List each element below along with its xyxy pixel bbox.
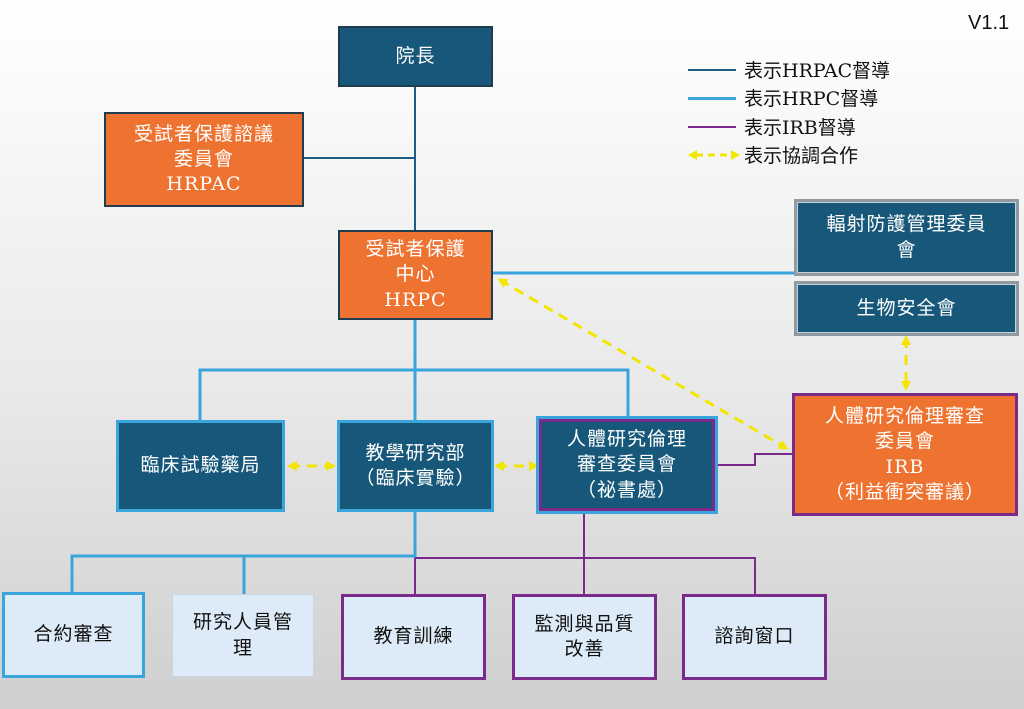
legend-arrow-coordination bbox=[688, 150, 740, 160]
node-monitoring-line1: 監測與品質 bbox=[534, 612, 635, 635]
node-hrpc-line2: 中心 bbox=[395, 263, 436, 286]
node-irb-line2: 委員會 bbox=[874, 430, 935, 453]
legend-item-irb: 表示IRB督導 bbox=[688, 113, 948, 141]
node-secretariat-line3: （祕書處） bbox=[576, 478, 677, 501]
node-hrpac[interactable]: 受試者保護諮議 委員會 HRPAC bbox=[104, 112, 304, 207]
node-teaching-line1: 教學研究部 bbox=[365, 441, 466, 464]
node-teaching-research[interactable]: 教學研究部 （臨床實驗） bbox=[337, 420, 494, 512]
node-teaching-line2: （臨床實驗） bbox=[355, 467, 476, 489]
node-radiation-line2: 會 bbox=[896, 238, 917, 261]
node-radiation-line1: 輻射防護管理委員 bbox=[826, 213, 987, 236]
legend-text-hrpac: 表示HRPAC督導 bbox=[744, 60, 891, 82]
node-consultation-window[interactable]: 諮詢窗口 bbox=[682, 594, 827, 680]
node-monitoring-quality[interactable]: 監測與品質 改善 bbox=[512, 594, 657, 680]
node-biosafety-line1: 生物安全會 bbox=[856, 296, 957, 319]
legend-item-coordination: 表示協調合作 bbox=[688, 141, 948, 169]
legend-text-coordination: 表示協調合作 bbox=[744, 145, 859, 167]
node-hrpac-line2: 委員會 bbox=[173, 147, 234, 170]
version-label: V1.1 bbox=[968, 12, 1010, 34]
node-education-line1: 教育訓練 bbox=[373, 625, 454, 648]
node-irb[interactable]: 人體研究倫理審查 委員會 IRB （利益衝突審議） bbox=[792, 393, 1018, 516]
node-consult-line1: 諮詢窗口 bbox=[714, 625, 795, 648]
node-irb-line1: 人體研究倫理審查 bbox=[824, 405, 985, 428]
node-irb-line4: （利益衝突審議） bbox=[824, 480, 985, 503]
legend-text-hrpc: 表示HRPC督導 bbox=[744, 88, 879, 110]
node-clinical-trial-bureau[interactable]: 臨床試驗藥局 bbox=[116, 420, 285, 512]
node-education-training[interactable]: 教育訓練 bbox=[341, 594, 486, 680]
legend-line-hrpc bbox=[688, 97, 736, 100]
node-secretariat-line1: 人體研究倫理 bbox=[566, 428, 687, 451]
node-hrpc[interactable]: 受試者保護 中心 HRPC bbox=[338, 230, 493, 320]
node-contract-review[interactable]: 合約審查 bbox=[2, 592, 145, 678]
node-hrpac-line1: 受試者保護諮議 bbox=[133, 122, 274, 145]
node-monitoring-line2: 改善 bbox=[564, 638, 605, 660]
node-biosafety[interactable]: 生物安全會 bbox=[794, 281, 1019, 336]
line-irb-branch bbox=[415, 557, 756, 594]
node-researcher-management[interactable]: 研究人員管 理 bbox=[172, 594, 314, 677]
legend-item-hrpc: 表示HRPC督導 bbox=[688, 84, 948, 112]
node-contract-line1: 合約審查 bbox=[33, 623, 114, 646]
legend-line-irb bbox=[688, 126, 736, 128]
legend-item-hrpac: 表示HRPAC督導 bbox=[688, 56, 948, 84]
node-researcher-line2: 理 bbox=[232, 636, 253, 659]
node-radiation-committee[interactable]: 輻射防護管理委員 會 bbox=[794, 199, 1019, 276]
node-irb-secretariat[interactable]: 人體研究倫理 審查委員會 （祕書處） bbox=[536, 416, 718, 514]
legend-text-irb: 表示IRB督導 bbox=[744, 117, 856, 139]
node-hrpc-line1: 受試者保護 bbox=[365, 238, 466, 261]
node-president[interactable]: 院長 bbox=[338, 26, 493, 87]
node-hrpac-line3: HRPAC bbox=[166, 173, 242, 196]
node-secretariat-line2: 審查委員會 bbox=[576, 453, 677, 476]
node-irb-line3: IRB bbox=[885, 455, 925, 478]
node-president-label: 院長 bbox=[395, 44, 436, 67]
line-irb-secretariat bbox=[716, 453, 794, 466]
node-hrpc-line3: HRPC bbox=[384, 288, 447, 311]
node-bureau-line1: 臨床試驗藥局 bbox=[140, 454, 261, 477]
node-researcher-line1: 研究人員管 bbox=[192, 611, 293, 634]
legend-line-hrpac bbox=[688, 69, 736, 71]
coord-hrpc-irb bbox=[497, 278, 789, 450]
